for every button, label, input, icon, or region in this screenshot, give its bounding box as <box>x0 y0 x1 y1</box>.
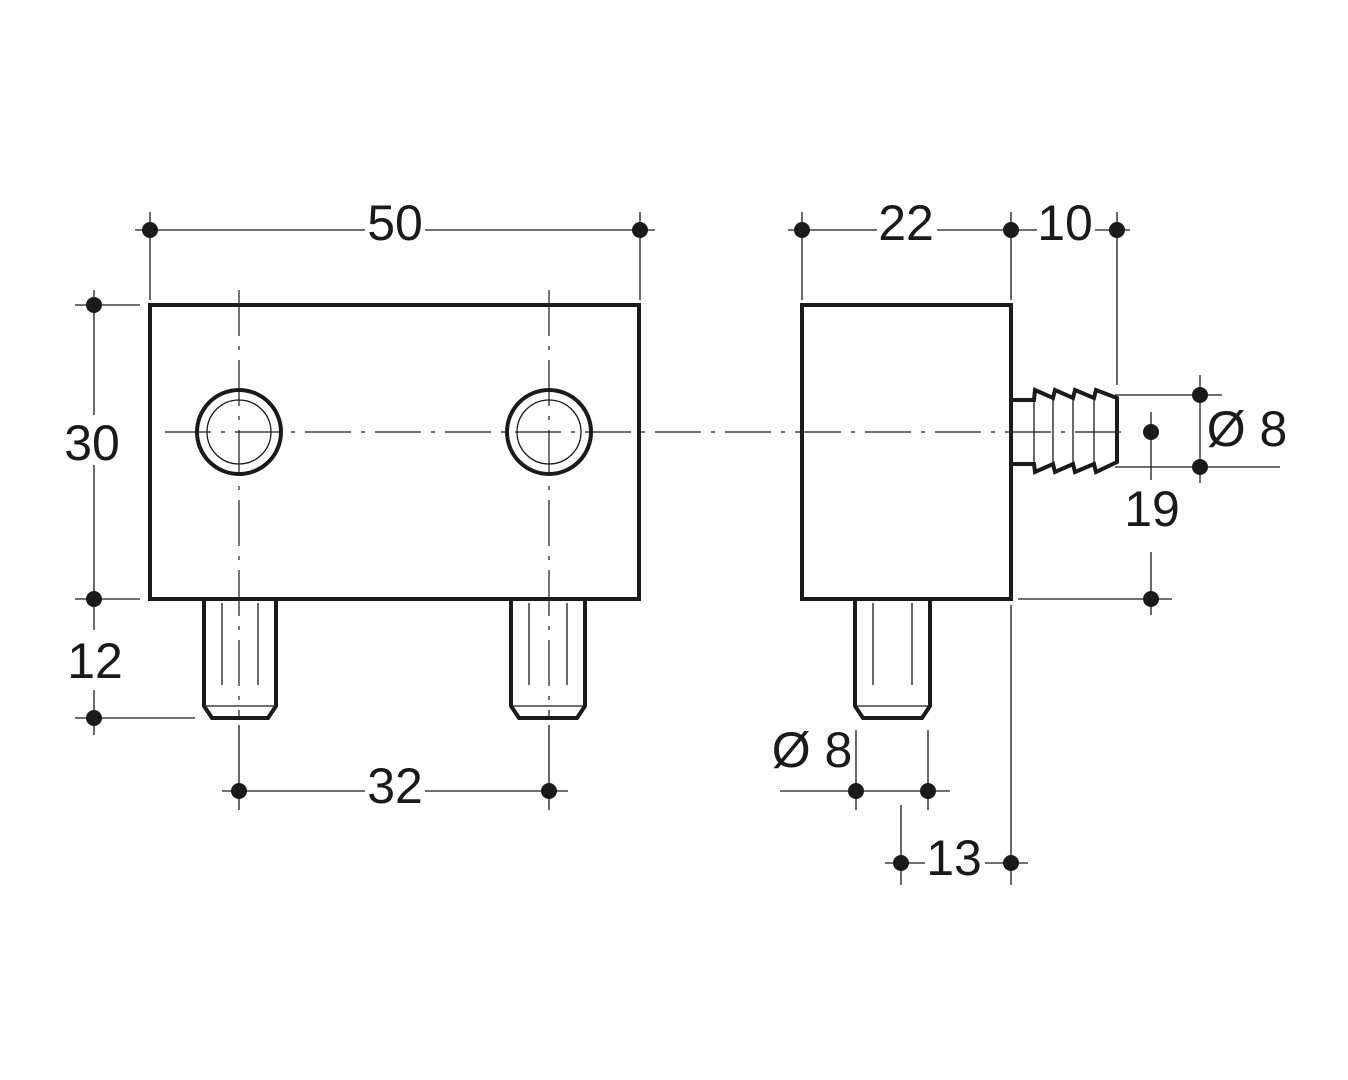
front-view <box>148 303 641 720</box>
dim-dowel-diameter-label: Ø 8 <box>1207 401 1288 457</box>
dim-dowel-length-label: 10 <box>1037 195 1093 251</box>
side-view <box>800 303 1119 720</box>
dim-height-label: 30 <box>64 415 120 471</box>
hole-left-inner <box>206 399 272 465</box>
dim-pin-diameter-label: Ø 8 <box>772 722 853 778</box>
hole-right-inner <box>516 399 582 465</box>
dim-depth-label: 22 <box>878 195 934 251</box>
pin-left <box>202 599 278 720</box>
dim-pin-length-label: 12 <box>67 633 123 689</box>
pin-right <box>509 599 587 720</box>
ribbed-dowel <box>1011 387 1119 475</box>
dim-pin-spacing-label: 32 <box>367 758 423 814</box>
side-block <box>800 303 1013 601</box>
dim-pin-offset-label: 13 <box>926 830 982 886</box>
side-pin <box>853 599 932 720</box>
dim-dowel-height-label: 19 <box>1124 481 1180 537</box>
front-block <box>148 303 641 601</box>
hole-left-outer <box>195 388 283 476</box>
dim-width-label: 50 <box>367 195 423 251</box>
dimension-lines <box>75 212 1280 885</box>
hole-right-outer <box>505 388 593 476</box>
center-lines <box>165 290 1125 720</box>
